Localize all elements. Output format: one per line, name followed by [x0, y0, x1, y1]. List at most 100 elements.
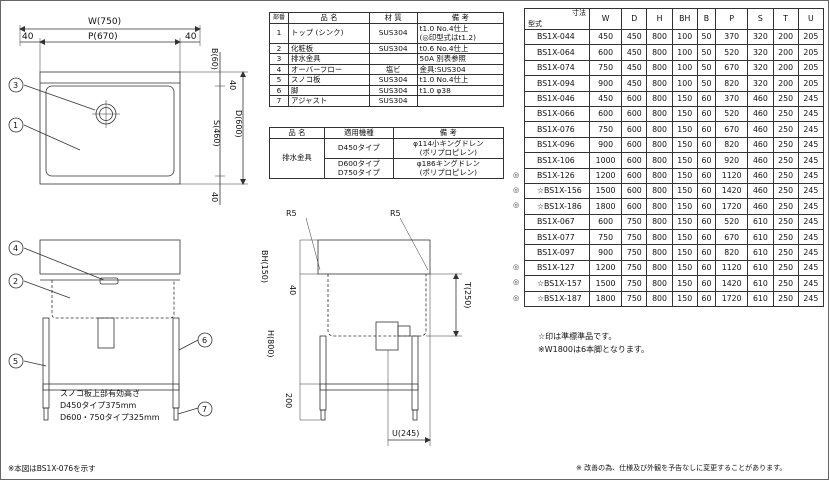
spec-value: 250	[772, 275, 799, 292]
spec-model: BS1X-094	[537, 78, 575, 88]
parts-note-line2: (◎印型式はt1.2)	[419, 33, 476, 42]
side-view	[299, 217, 462, 446]
spec-corner-cell: 寸法 型式	[524, 8, 590, 30]
spec-value: 60	[696, 182, 717, 200]
spec-model-cell: BS1X-064	[524, 44, 590, 61]
spec-value: 320	[747, 28, 774, 46]
spec-value: 600	[621, 152, 648, 169]
spec-value: 450	[588, 90, 623, 107]
spec-value: 750	[621, 213, 648, 231]
spec-value: 1420	[715, 182, 749, 200]
spec-value: 750	[588, 59, 623, 77]
spec-value: 245	[797, 121, 825, 138]
spec-column-header: BH	[671, 8, 698, 30]
spec-value: 150	[671, 90, 698, 107]
spec-value: 460	[747, 136, 774, 154]
spec-value: 320	[747, 44, 774, 61]
drain-header-name: 品 名	[269, 127, 325, 139]
spec-value: 245	[797, 244, 825, 261]
spec-value: 750	[621, 275, 648, 292]
spec-value: 520	[715, 105, 749, 123]
spec-value: 60	[696, 290, 717, 308]
drain-model-line1: D600タイプ	[337, 158, 380, 168]
spec-value: 800	[646, 229, 673, 246]
parts-material: 塩ビ	[368, 63, 418, 75]
spec-value: 100	[671, 75, 698, 92]
spec-model: BS1X-066	[537, 109, 575, 119]
top-view-callouts	[8, 77, 96, 151]
spec-model-cell: ◎☆BS1X-187	[513, 290, 590, 308]
spec-value: 1420	[715, 275, 749, 292]
top-40-label: 40	[228, 80, 237, 90]
parts-header-material: 材 質	[368, 12, 418, 24]
spec-value: 150	[671, 213, 698, 231]
spec-value: 60	[696, 90, 717, 107]
parts-material: SUS304	[368, 42, 418, 54]
spec-value: 150	[671, 105, 698, 123]
callout-2-text: 2	[13, 277, 18, 286]
parts-note-line1: 50A 別表参照	[419, 54, 466, 63]
footer-left-note: ※本図はBS1X-076を示す	[8, 464, 96, 473]
spec-value: 1120	[715, 259, 749, 277]
spec-value: 460	[747, 198, 774, 215]
width-dim-label: W(750)	[88, 17, 121, 27]
parts-header-no: 部番	[269, 12, 289, 24]
spec-value: 245	[797, 290, 825, 308]
b-dim-label: B(60)	[210, 48, 219, 70]
table-row: D600タイプ D750タイプ φ186キングドレン (ポリプロピレン)	[270, 157, 505, 179]
spec-model: BS1X-074	[537, 63, 575, 73]
drain-header-model: 適用機種	[324, 127, 394, 139]
spec-value: 800	[646, 44, 673, 61]
side-shelf	[319, 383, 419, 391]
parts-no: 4	[269, 63, 289, 75]
spec-value: 450	[621, 44, 648, 61]
spec-value: 670	[715, 229, 749, 246]
parts-name: スノコ板	[288, 74, 370, 86]
callout-5	[8, 353, 24, 369]
spec-value: 100	[671, 28, 698, 46]
spec-value: 245	[797, 259, 825, 277]
double-circle-mark: ◎	[513, 293, 520, 302]
spec-value: 1000	[588, 152, 623, 169]
spec-value: 1800	[588, 198, 623, 215]
spec-value: 600	[588, 213, 623, 231]
r5-left-label: R5	[286, 209, 297, 218]
spec-value: 50	[696, 59, 717, 77]
spec-value: 600	[621, 121, 648, 138]
parts-note-line1: t0.6 No.4仕上	[419, 43, 469, 53]
double-circle-mark: ◎	[513, 278, 520, 287]
spec-value: 250	[772, 152, 799, 169]
spec-model: BS1X-127	[537, 263, 575, 273]
spec-value: 600	[588, 105, 623, 123]
parts-header-note: 備 考	[416, 12, 505, 24]
side-bowl	[327, 274, 427, 337]
side-left-leg	[319, 335, 327, 411]
spec-value: 800	[646, 136, 673, 154]
parts-no: 1	[269, 22, 289, 44]
spec-value: 800	[646, 244, 673, 261]
spec-value: 200	[772, 28, 799, 46]
spec-value: 250	[772, 290, 799, 308]
spec-value: 60	[696, 136, 717, 154]
spec-value: 460	[747, 152, 774, 169]
callout-3-text: 3	[13, 81, 18, 90]
spec-value: 750	[621, 244, 648, 261]
spec-value: 245	[797, 136, 825, 154]
spec-value: 250	[772, 90, 799, 107]
parts-material	[368, 53, 418, 65]
spec-value: 150	[671, 290, 698, 308]
spec-model-cell: BS1X-067	[524, 213, 590, 231]
